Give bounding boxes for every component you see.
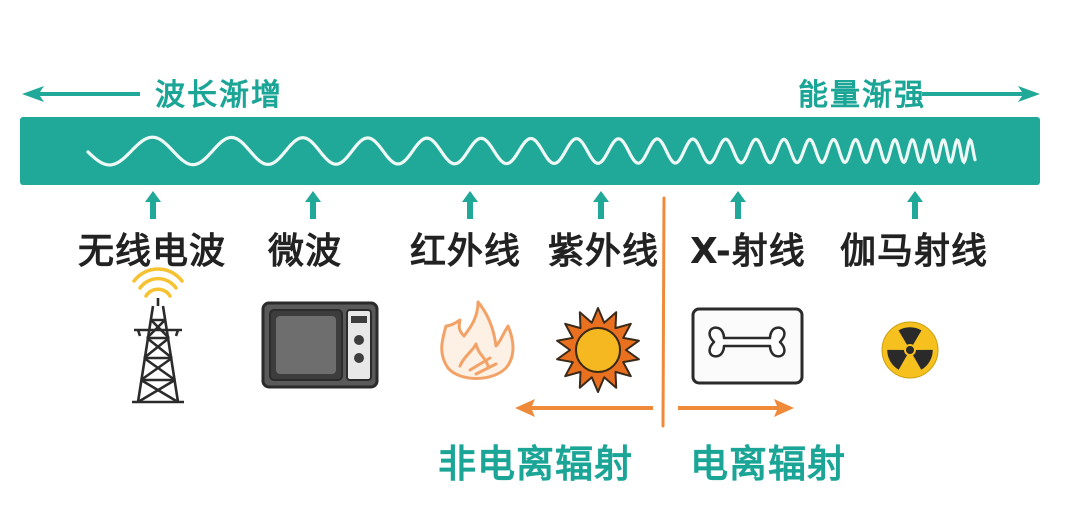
- right-direction-arrow: [922, 86, 1040, 102]
- non-ionizing-radiation-label: 非电离辐射: [438, 442, 634, 486]
- wavelength-increasing-label: 波长渐增: [155, 78, 283, 113]
- bone-xray-icon: [691, 307, 804, 385]
- up-arrow-microwave: [305, 191, 321, 219]
- up-arrow-radio: [145, 191, 161, 219]
- category-label-ultraviolet: 紫外线: [548, 231, 660, 272]
- category-label-infrared: 红外线: [410, 231, 522, 272]
- non-ionizing-arrow: [515, 399, 653, 417]
- category-label-radio: 无线电波: [78, 231, 227, 272]
- flame-icon: [440, 300, 515, 380]
- up-arrow-infrared: [462, 191, 478, 219]
- ionizing-divider: [661, 196, 666, 428]
- radio-tower-icon: [132, 267, 184, 404]
- up-arrow-xray: [730, 191, 746, 219]
- left-direction-arrow: [22, 86, 140, 102]
- up-arrow-ultraviolet: [593, 191, 609, 219]
- sun-icon: [556, 307, 640, 393]
- microwave-oven-icon: [261, 301, 379, 389]
- up-arrow-gamma: [907, 191, 923, 219]
- ionizing-arrow: [678, 399, 794, 417]
- category-label-xray: X-射线: [690, 231, 806, 272]
- spectrum-wave: [86, 135, 977, 167]
- energy-increasing-label: 能量渐强: [798, 78, 926, 113]
- category-label-microwave: 微波: [268, 231, 343, 272]
- category-label-gamma: 伽马射线: [840, 231, 989, 272]
- ionizing-radiation-label: 电离辐射: [690, 442, 847, 486]
- radiation-icon: [881, 321, 939, 379]
